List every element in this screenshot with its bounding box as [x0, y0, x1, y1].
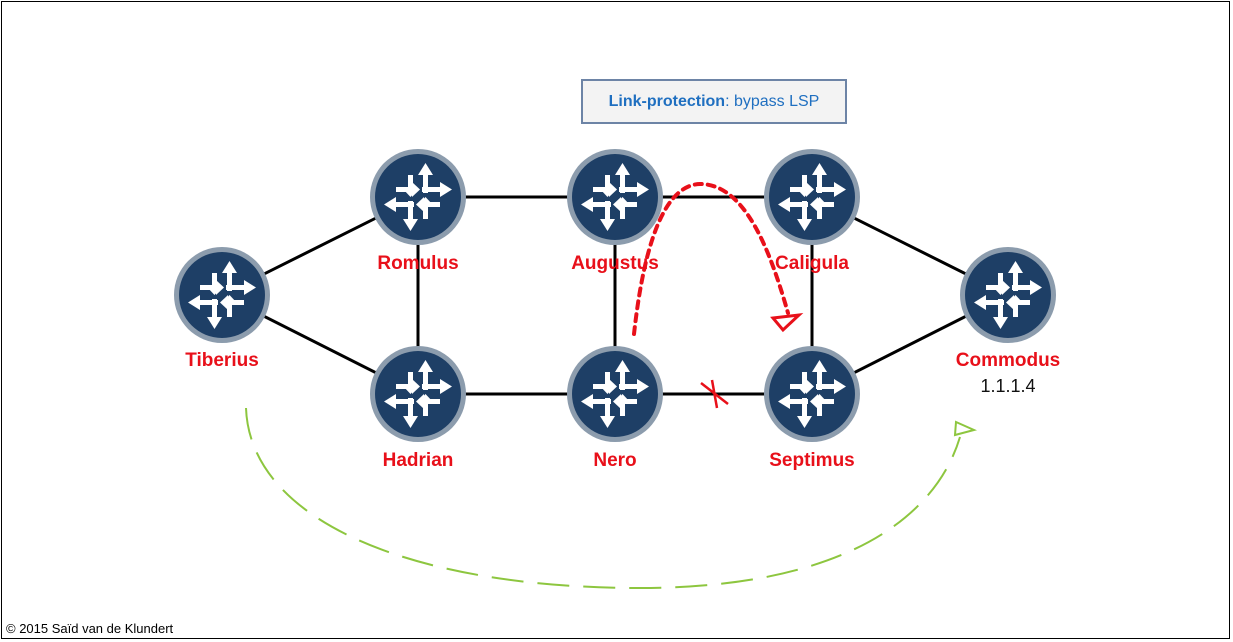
- router-label-septimus: Septimus: [769, 450, 855, 471]
- callout-title: Link-protection: [608, 92, 726, 110]
- router-label-tiberius: Tiberius: [185, 350, 259, 371]
- copyright-notice: © 2015 Saïd van de Klundert: [6, 621, 174, 636]
- router-tiberius-icon: [174, 247, 270, 343]
- bypass-lsp-path: [632, 181, 790, 336]
- primary-lsp-arrowhead-icon: [953, 420, 978, 437]
- router-nero-icon: [567, 346, 663, 442]
- router-label-caligula: Caligula: [775, 253, 849, 274]
- router-label-romulus: Romulus: [377, 253, 459, 274]
- bypass-lsp-arrowhead-icon: [770, 312, 804, 333]
- link-failure-icon: [700, 379, 729, 409]
- router-label-commodus: Commodus: [955, 350, 1061, 371]
- primary-lsp-path: [245, 407, 961, 590]
- router-romulus-icon: [370, 149, 466, 245]
- callout-text: : bypass LSP: [725, 92, 820, 110]
- router-label-hadrian: Hadrian: [382, 450, 454, 471]
- router-label-augustus: Augustus: [571, 253, 659, 274]
- router-caligula-icon: [764, 149, 860, 245]
- router-address-commodus: 1.1.1.4: [980, 376, 1036, 396]
- router-commodus-icon: [960, 247, 1056, 343]
- link-protection-callout: Link-protection: bypass LSP: [581, 79, 847, 124]
- router-label-nero: Nero: [593, 450, 637, 471]
- router-hadrian-icon: [370, 346, 466, 442]
- router-septimus-icon: [764, 346, 860, 442]
- router-augustus-icon: [567, 149, 663, 245]
